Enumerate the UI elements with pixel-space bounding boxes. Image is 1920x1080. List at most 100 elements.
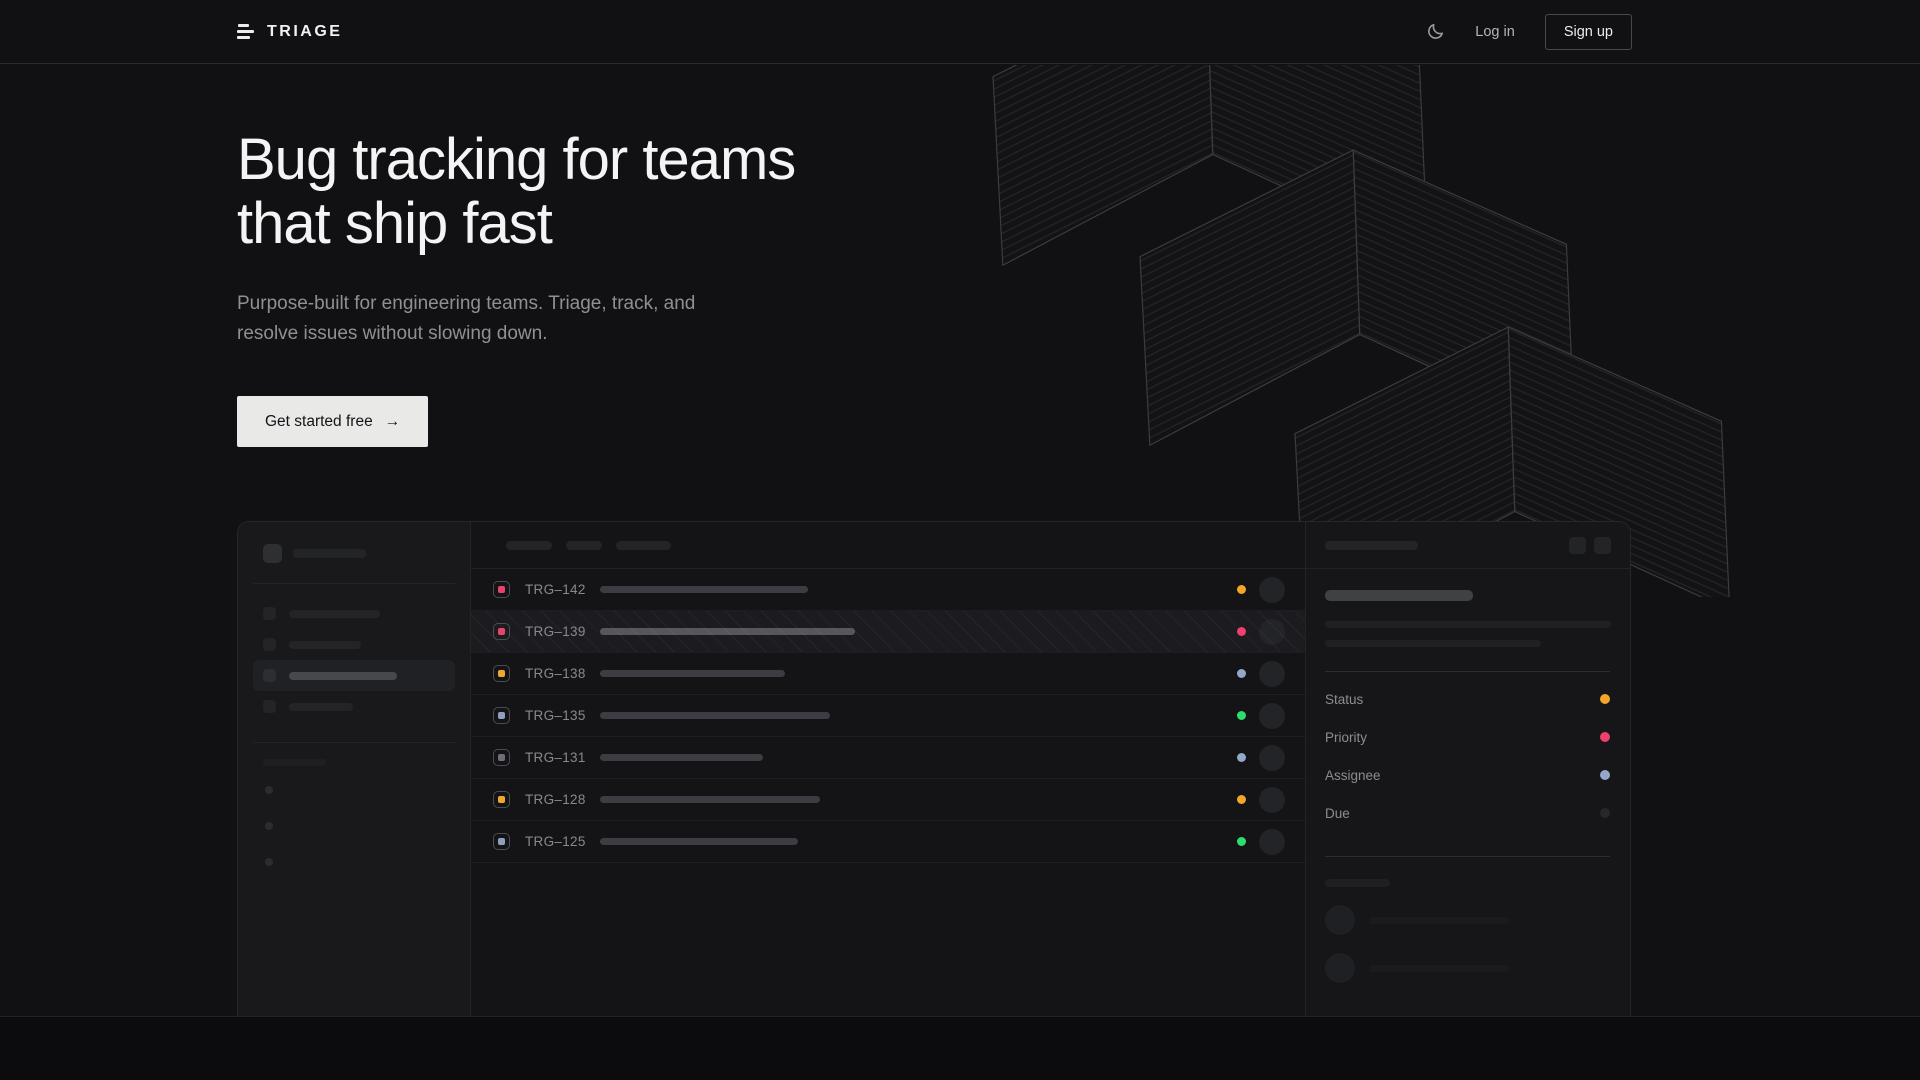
preview-sidebar bbox=[238, 522, 471, 1016]
status-dot bbox=[1237, 837, 1246, 846]
issue-id: TRG–128 bbox=[525, 792, 586, 807]
detail-panel-header bbox=[1306, 522, 1630, 569]
field-label: Due bbox=[1325, 805, 1350, 821]
detail-fields: Status Priority Assignee Due bbox=[1325, 680, 1610, 832]
nav-item-skeleton bbox=[289, 640, 361, 649]
issue-row-selected: TRG–139 bbox=[471, 611, 1305, 653]
decor-wireframe bbox=[975, 65, 1765, 597]
assignee-avatar bbox=[1259, 702, 1285, 729]
nav-item-skeleton bbox=[289, 671, 397, 680]
issue-list-header bbox=[471, 522, 1305, 569]
issue-row: TRG–125 bbox=[471, 821, 1305, 863]
sidebar-dot bbox=[265, 786, 273, 794]
issue-row: TRG–128 bbox=[471, 779, 1305, 821]
issue-title-skeleton bbox=[600, 838, 798, 845]
status-value-dot bbox=[1600, 694, 1610, 704]
field-status: Status bbox=[1325, 680, 1610, 718]
issue-row: TRG–138 bbox=[471, 653, 1305, 695]
sidebar-nav-item bbox=[253, 691, 455, 722]
hero-subtitle: Purpose-built for engineering teams. Tri… bbox=[237, 293, 696, 344]
issue-title-skeleton bbox=[600, 754, 763, 761]
detail-panel-body: Status Priority Assignee Due bbox=[1306, 569, 1630, 983]
issue-type-icon bbox=[493, 623, 510, 640]
filter-tab-skeleton bbox=[506, 540, 552, 550]
status-dot bbox=[1237, 585, 1246, 594]
issue-type-icon bbox=[493, 707, 510, 724]
assignee-avatar bbox=[1259, 660, 1285, 687]
status-dot bbox=[1237, 753, 1246, 762]
get-started-label: Get started free bbox=[265, 412, 373, 430]
brand-logo[interactable]: TRIAGE bbox=[237, 23, 342, 41]
filter-tab-skeleton bbox=[566, 540, 602, 550]
comment-avatar bbox=[1325, 905, 1355, 935]
assignee-value-dot bbox=[1600, 770, 1610, 780]
filter-tab-skeleton bbox=[616, 540, 671, 550]
sidebar-dot bbox=[265, 858, 273, 866]
description-skeleton bbox=[1325, 640, 1541, 647]
app-preview-card: TRG–142 TRG–139 TRG–138 bbox=[237, 521, 1631, 1016]
preview-workspace-switcher bbox=[253, 544, 455, 563]
comment-text-skeleton bbox=[1369, 964, 1509, 972]
divider bbox=[253, 583, 455, 584]
nav-item-skeleton bbox=[289, 702, 353, 711]
nav-item-icon bbox=[263, 700, 276, 713]
assignee-avatar bbox=[1259, 744, 1285, 771]
brand-name: TRIAGE bbox=[267, 22, 343, 40]
workspace-avatar bbox=[263, 544, 282, 563]
issue-id: TRG–135 bbox=[525, 708, 586, 723]
status-dot bbox=[1237, 795, 1246, 804]
sidebar-section-label-skeleton bbox=[263, 759, 326, 766]
sidebar-dot bbox=[265, 822, 273, 830]
issue-id: TRG–139 bbox=[525, 624, 586, 639]
issue-row: TRG–135 bbox=[471, 695, 1305, 737]
field-label: Assignee bbox=[1325, 767, 1381, 783]
nav-item-skeleton bbox=[289, 609, 380, 618]
description-skeleton bbox=[1325, 621, 1611, 628]
issue-title-skeleton bbox=[600, 670, 785, 677]
divider bbox=[1325, 671, 1610, 672]
panel-action-icon bbox=[1594, 536, 1611, 554]
triage-logo-icon bbox=[237, 24, 255, 39]
signup-button[interactable]: Sign up bbox=[1544, 13, 1632, 50]
comment-skeleton bbox=[1325, 905, 1610, 935]
nav-item-icon bbox=[263, 607, 276, 620]
issue-type-icon bbox=[493, 581, 510, 598]
top-nav: TRIAGE Log in Sign up bbox=[0, 0, 1920, 64]
assignee-avatar bbox=[1259, 786, 1285, 813]
panel-action-icon bbox=[1569, 536, 1586, 554]
issue-title-skeleton bbox=[600, 628, 855, 635]
sidebar-nav-item-active bbox=[253, 660, 455, 691]
due-value-dot bbox=[1600, 808, 1610, 818]
hero-title-line1: Bug tracking for teams bbox=[237, 127, 796, 192]
arrow-right-icon: → bbox=[384, 412, 401, 430]
status-dot bbox=[1237, 669, 1246, 678]
get-started-button[interactable]: Get started free → bbox=[237, 396, 429, 447]
nav-actions: Log in Sign up bbox=[1426, 13, 1632, 50]
comment-text-skeleton bbox=[1369, 916, 1509, 924]
sidebar-nav-item bbox=[253, 629, 455, 660]
issue-row: TRG–142 bbox=[471, 569, 1305, 611]
issue-title-skeleton bbox=[600, 586, 808, 593]
assignee-avatar bbox=[1259, 828, 1285, 855]
moon-icon bbox=[1428, 23, 1444, 39]
issue-title-skeleton bbox=[600, 796, 820, 803]
assignee-avatar bbox=[1259, 576, 1285, 603]
breadcrumb-skeleton bbox=[1325, 540, 1418, 550]
nav-item-icon bbox=[263, 669, 276, 682]
hero-title-line2: that ship fast bbox=[237, 191, 553, 256]
field-due: Due bbox=[1325, 794, 1610, 832]
issue-type-icon bbox=[493, 665, 510, 682]
login-button[interactable]: Log in bbox=[1475, 23, 1515, 40]
hero-title: Bug tracking for teams that ship fast bbox=[237, 127, 796, 256]
footer-section bbox=[0, 1016, 1920, 1080]
theme-toggle-button[interactable] bbox=[1426, 22, 1445, 41]
panel-action-buttons bbox=[1569, 536, 1611, 554]
comment-avatar bbox=[1325, 953, 1355, 983]
comments-label-skeleton bbox=[1325, 879, 1390, 887]
issue-type-icon bbox=[493, 791, 510, 808]
field-assignee: Assignee bbox=[1325, 756, 1610, 794]
issue-title-skeleton bbox=[1325, 590, 1473, 601]
issue-id: TRG–142 bbox=[525, 582, 586, 597]
issue-type-icon bbox=[493, 749, 510, 766]
